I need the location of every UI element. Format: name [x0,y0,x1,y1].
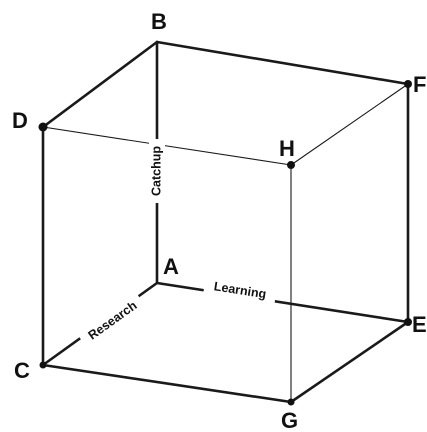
vertex-dot-e [404,318,412,326]
edge-a-e [155,281,410,324]
vertex-label-a: A [163,254,179,279]
research-axis-label: Research [86,298,140,342]
vertex-label-h: H [279,136,295,161]
edge-b-f [155,40,410,86]
edge-d-h [42,126,292,166]
vertex-label-g: G [281,408,298,432]
vertex-dot-c [39,361,47,369]
vertex-label-b: B [151,9,167,34]
vertex-label-d: D [12,108,28,133]
edge-c-g [41,363,293,404]
vertex-dots [38,80,412,406]
axis-label-backgrounds [78,139,278,351]
edge-h-f [290,83,409,166]
catchup-axis-label: Catchup [149,146,163,196]
catchup-label-bg [149,139,165,203]
cube-edges [41,40,410,404]
vertex-dot-h [287,161,295,169]
vertex-label-e: E [412,312,427,337]
vertex-labels: B F D H A E C G [12,9,427,432]
vertex-label-f: F [413,72,426,97]
edge-d-b [41,40,159,129]
research-label-bg [78,293,148,351]
vertex-dot-g [287,398,295,406]
vertex-dot-d [38,122,48,132]
axis-labels: Catchup Learning Research [86,146,268,343]
edge-g-e [289,320,410,404]
learning-label-bg [203,273,278,305]
vertex-label-c: C [14,358,30,383]
vertex-dot-f [404,80,412,88]
